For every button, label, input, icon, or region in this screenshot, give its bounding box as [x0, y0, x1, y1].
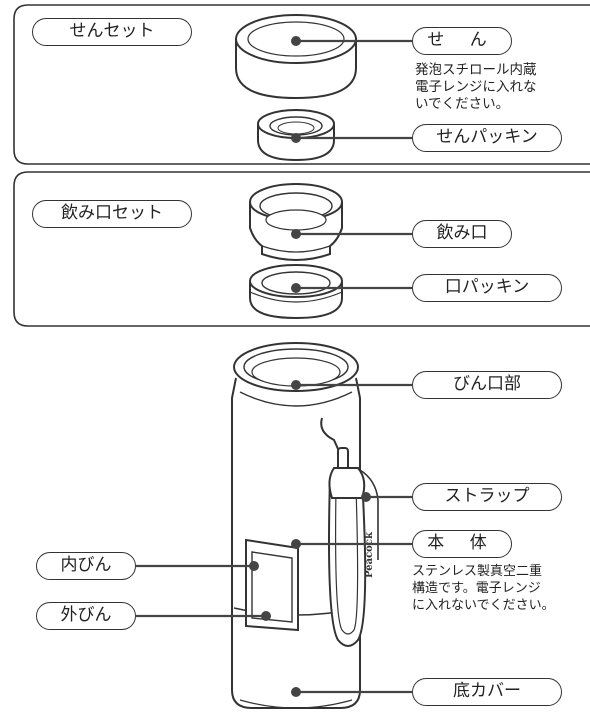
hontai-note-line: ステンレス製真空二重	[412, 564, 543, 579]
sen-note-line: 電子レンジに入れな	[415, 79, 537, 95]
bin-kuchi-label: びん口部	[412, 371, 562, 399]
strap-label: ストラップ	[412, 483, 562, 511]
uchi-bin-label: 内びん	[36, 552, 136, 580]
hontai-note-line: に入れないでください。	[412, 598, 555, 613]
sen-note: 発泡スチロール内蔵 電子レンジに入れな いでください。	[415, 62, 537, 113]
sen-set-frame	[13, 4, 590, 165]
nomikuchi-set-title: 飲み口セット	[32, 200, 192, 228]
soto-bin-label: 外びん	[36, 602, 136, 630]
inner-bottle-window	[245, 538, 299, 632]
brand-logo: Peacock	[364, 531, 375, 578]
nomikuchi-illustration	[249, 183, 343, 261]
leader-lines	[136, 39, 412, 694]
hontai-note-line: 構造です。電子レンジ	[412, 581, 541, 596]
nomikuchi-label: 飲み口	[412, 220, 512, 248]
hontai-label: 本 体	[412, 530, 512, 558]
sen-note-line: いでください。	[415, 96, 510, 112]
nomikuchi-set-frame	[13, 171, 590, 327]
hontai-note: ステンレス製真空二重 構造です。電子レンジ に入れないでください。	[412, 563, 555, 614]
sen-packing-illustration	[257, 109, 335, 162]
soko-cover-label: 底カバー	[412, 678, 562, 706]
sen-cap-illustration	[235, 14, 357, 100]
leader-dots	[249, 36, 371, 697]
sen-set-title: せんセット	[32, 18, 192, 46]
sen-packing-label: せんパッキン	[412, 124, 562, 152]
kuchi-packing-label: 口パッキン	[412, 274, 562, 302]
sen-label: せ ん	[412, 27, 512, 55]
sen-note-line: 発泡スチロール内蔵	[415, 62, 537, 78]
